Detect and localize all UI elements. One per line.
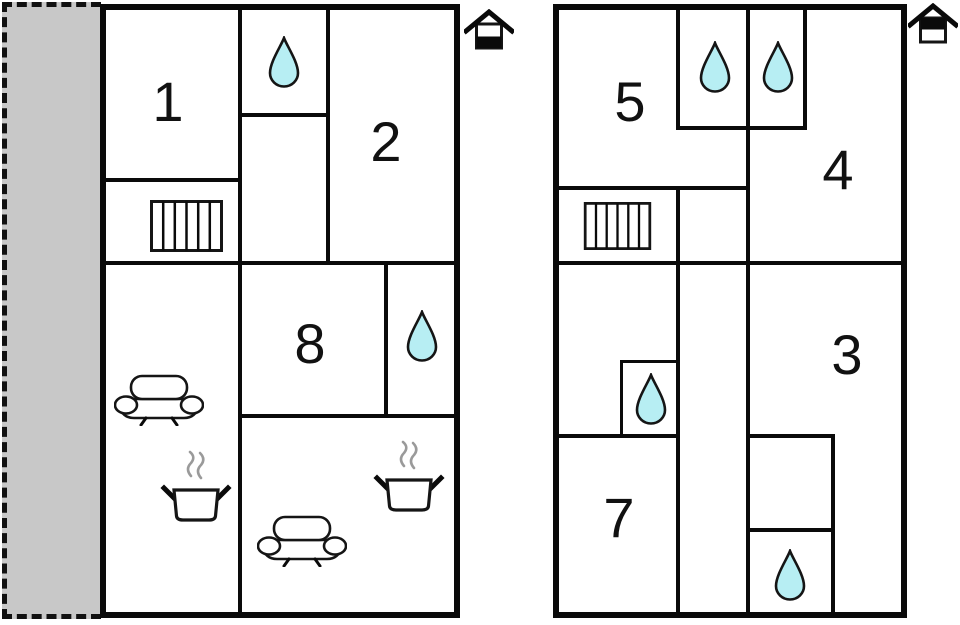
stairs-icon	[150, 200, 223, 252]
sofa-icon	[114, 372, 204, 426]
wall-segment	[803, 10, 807, 130]
wall-segment	[746, 528, 833, 532]
room-label-7: 7	[603, 486, 635, 549]
wall-segment	[384, 261, 388, 418]
wall-segment	[746, 434, 831, 438]
wall-segment	[238, 414, 454, 418]
sofa-icon	[257, 513, 347, 567]
house-ground-floor-icon	[464, 9, 514, 51]
wall-segment	[238, 10, 242, 612]
wall-segment	[746, 10, 750, 612]
ground-floor-plan: 1 2 8	[100, 4, 460, 618]
room-label-5: 5	[614, 70, 646, 133]
wall-segment	[620, 362, 623, 436]
wall-segment	[831, 434, 835, 612]
upper-floor-plan: 5 4 3 7	[553, 4, 907, 618]
water-drop-icon	[405, 310, 439, 362]
wall-segment	[238, 113, 330, 117]
house-upper-floor-icon	[908, 3, 958, 45]
terrace-area	[2, 2, 101, 619]
wall-segment	[106, 178, 242, 182]
wall-segment	[106, 261, 454, 265]
room-label-4: 4	[822, 138, 854, 201]
wall-segment	[676, 186, 680, 612]
room-label-1: 1	[152, 70, 184, 133]
wall-segment	[559, 186, 748, 190]
water-drop-icon	[761, 41, 795, 93]
wall-segment	[620, 360, 678, 363]
wall-segment	[676, 126, 803, 130]
wall-segment	[326, 10, 330, 263]
room-label-3: 3	[831, 323, 863, 386]
room-label-8: 8	[294, 312, 326, 375]
water-drop-icon	[773, 549, 807, 601]
stove-pot-icon	[373, 438, 445, 514]
water-drop-icon	[267, 36, 301, 88]
stairs-icon	[582, 202, 653, 250]
wall-segment	[559, 434, 680, 438]
water-drop-icon	[634, 373, 668, 425]
water-drop-icon	[698, 41, 732, 93]
wall-segment	[559, 261, 901, 265]
room-label-2: 2	[370, 110, 402, 173]
wall-segment	[676, 10, 680, 128]
stove-pot-icon	[160, 448, 232, 524]
